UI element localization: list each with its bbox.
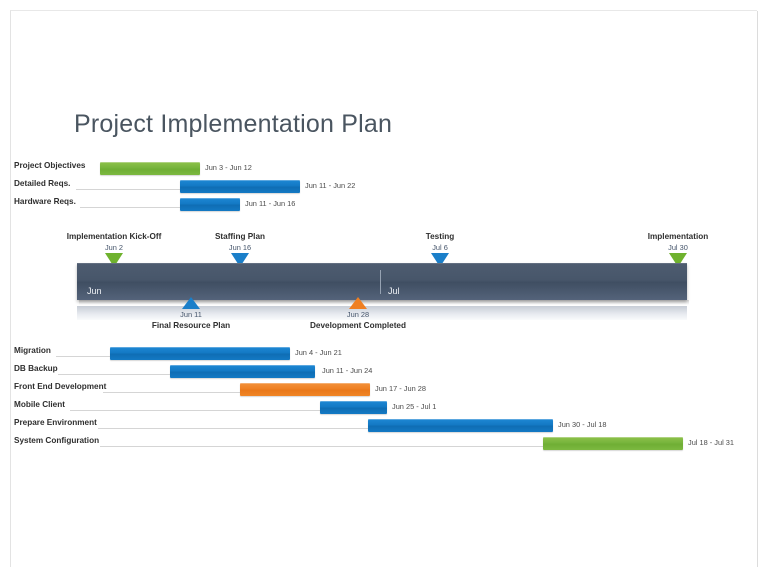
gantt-row-project-objectives: Project Objectives Jun 3 - Jun 12 bbox=[0, 160, 768, 178]
gantt-row-front-end-development: Front End Development Jun 17 - Jun 28 bbox=[0, 381, 768, 399]
leader-line bbox=[103, 392, 240, 393]
milestone-name: Implementation bbox=[647, 232, 709, 241]
milestone-marker-up-triangle-icon bbox=[278, 297, 438, 309]
milestone-date: Jun 16 bbox=[228, 243, 252, 252]
milestone-name: Development Completed bbox=[310, 321, 406, 330]
leader-line bbox=[56, 356, 110, 357]
bar-date-label: Jun 30 - Jul 18 bbox=[558, 420, 607, 429]
gantt-bar[interactable] bbox=[110, 347, 290, 360]
milestone-name: Final Resource Plan bbox=[151, 321, 231, 330]
gantt-bar[interactable] bbox=[368, 419, 553, 432]
bar-date-label: Jun 11 - Jun 16 bbox=[245, 199, 296, 208]
milestone-final-resource-plan[interactable]: Jun 11 Final Resource Plan bbox=[111, 297, 271, 331]
task-label: Mobile Client bbox=[14, 400, 65, 409]
gantt-row-mobile-client: Mobile Client Jun 25 - Jul 1 bbox=[0, 399, 768, 417]
task-label: System Configuration bbox=[14, 436, 100, 445]
milestone-testing[interactable]: Testing Jul 6 bbox=[370, 231, 510, 267]
milestone-name: Implementation Kick-Off bbox=[66, 232, 162, 241]
gantt-bar[interactable] bbox=[240, 383, 370, 396]
task-label: Prepare Environment bbox=[14, 418, 97, 427]
gantt-row-system-configuration: System Configuration Jul 18 - Jul 31 bbox=[0, 435, 768, 453]
gantt-bar[interactable] bbox=[543, 437, 683, 450]
timeline-shadow bbox=[79, 300, 689, 305]
task-label: Project Objectives bbox=[14, 161, 86, 170]
leader-line bbox=[80, 207, 180, 208]
gantt-bar[interactable] bbox=[170, 365, 315, 378]
axis-period-jun: Jun bbox=[87, 286, 102, 296]
milestone-staffing-plan[interactable]: Staffing Plan Jun 16 bbox=[170, 231, 310, 267]
timeline-lower-band bbox=[77, 306, 687, 320]
task-label: Migration bbox=[14, 346, 51, 355]
leader-line bbox=[100, 446, 543, 447]
milestone-date: Jul 6 bbox=[432, 243, 448, 252]
bar-date-label: Jun 3 - Jun 12 bbox=[205, 163, 252, 172]
task-label: Detailed Reqs. bbox=[14, 179, 71, 188]
bar-date-label: Jun 4 - Jun 21 bbox=[295, 348, 342, 357]
page-title: Project Implementation Plan bbox=[74, 110, 393, 138]
gantt-row-migration: Migration Jun 4 - Jun 21 bbox=[0, 345, 768, 363]
bar-date-label: Jun 17 - Jun 28 bbox=[375, 384, 426, 393]
task-label: DB Backup bbox=[14, 364, 58, 373]
milestone-development-completed[interactable]: Jun 28 Development Completed bbox=[278, 297, 438, 331]
bar-date-label: Jun 25 - Jul 1 bbox=[392, 402, 437, 411]
milestone-date: Jul 30 bbox=[668, 243, 688, 252]
gantt-bar[interactable] bbox=[180, 198, 240, 211]
leader-line bbox=[70, 410, 320, 411]
task-label: Front End Development bbox=[14, 382, 107, 391]
gantt-bar[interactable] bbox=[320, 401, 387, 414]
leader-line bbox=[58, 374, 170, 375]
milestone-date: Jun 11 bbox=[180, 310, 202, 319]
gantt-row-prepare-environment: Prepare Environment Jun 30 - Jul 18 bbox=[0, 417, 768, 435]
axis-period-jul: Jul bbox=[388, 286, 400, 296]
milestone-implementation[interactable]: Implementation Jul 30 bbox=[608, 231, 748, 267]
milestone-name: Testing bbox=[425, 232, 455, 241]
leader-line bbox=[76, 189, 180, 190]
gantt-row-hardware-reqs: Hardware Reqs. Jun 11 - Jun 16 bbox=[0, 196, 768, 214]
milestone-implementation-kick-off[interactable]: Implementation Kick-Off Jun 2 bbox=[44, 231, 184, 267]
bar-date-label: Jul 18 - Jul 31 bbox=[688, 438, 735, 447]
leader-line bbox=[98, 428, 368, 429]
axis-period-divider bbox=[380, 270, 381, 294]
milestone-date: Jun 2 bbox=[104, 243, 124, 252]
gantt-bar[interactable] bbox=[180, 180, 300, 193]
milestone-name: Staffing Plan bbox=[214, 232, 266, 241]
milestone-date: Jun 28 bbox=[346, 310, 370, 319]
gantt-row-db-backup: DB Backup Jun 11 - Jun 24 bbox=[0, 363, 768, 381]
gantt-bar[interactable] bbox=[100, 162, 200, 175]
timeline-axis[interactable]: Jun Jul bbox=[77, 263, 687, 300]
milestone-marker-up-triangle-icon bbox=[111, 297, 271, 309]
bar-date-label: Jun 11 - Jun 22 bbox=[305, 181, 356, 190]
bar-date-label: Jun 11 - Jun 24 bbox=[322, 366, 373, 375]
gantt-row-detailed-reqs: Detailed Reqs. Jun 11 - Jun 22 bbox=[0, 178, 768, 196]
task-label: Hardware Reqs. bbox=[14, 197, 76, 206]
